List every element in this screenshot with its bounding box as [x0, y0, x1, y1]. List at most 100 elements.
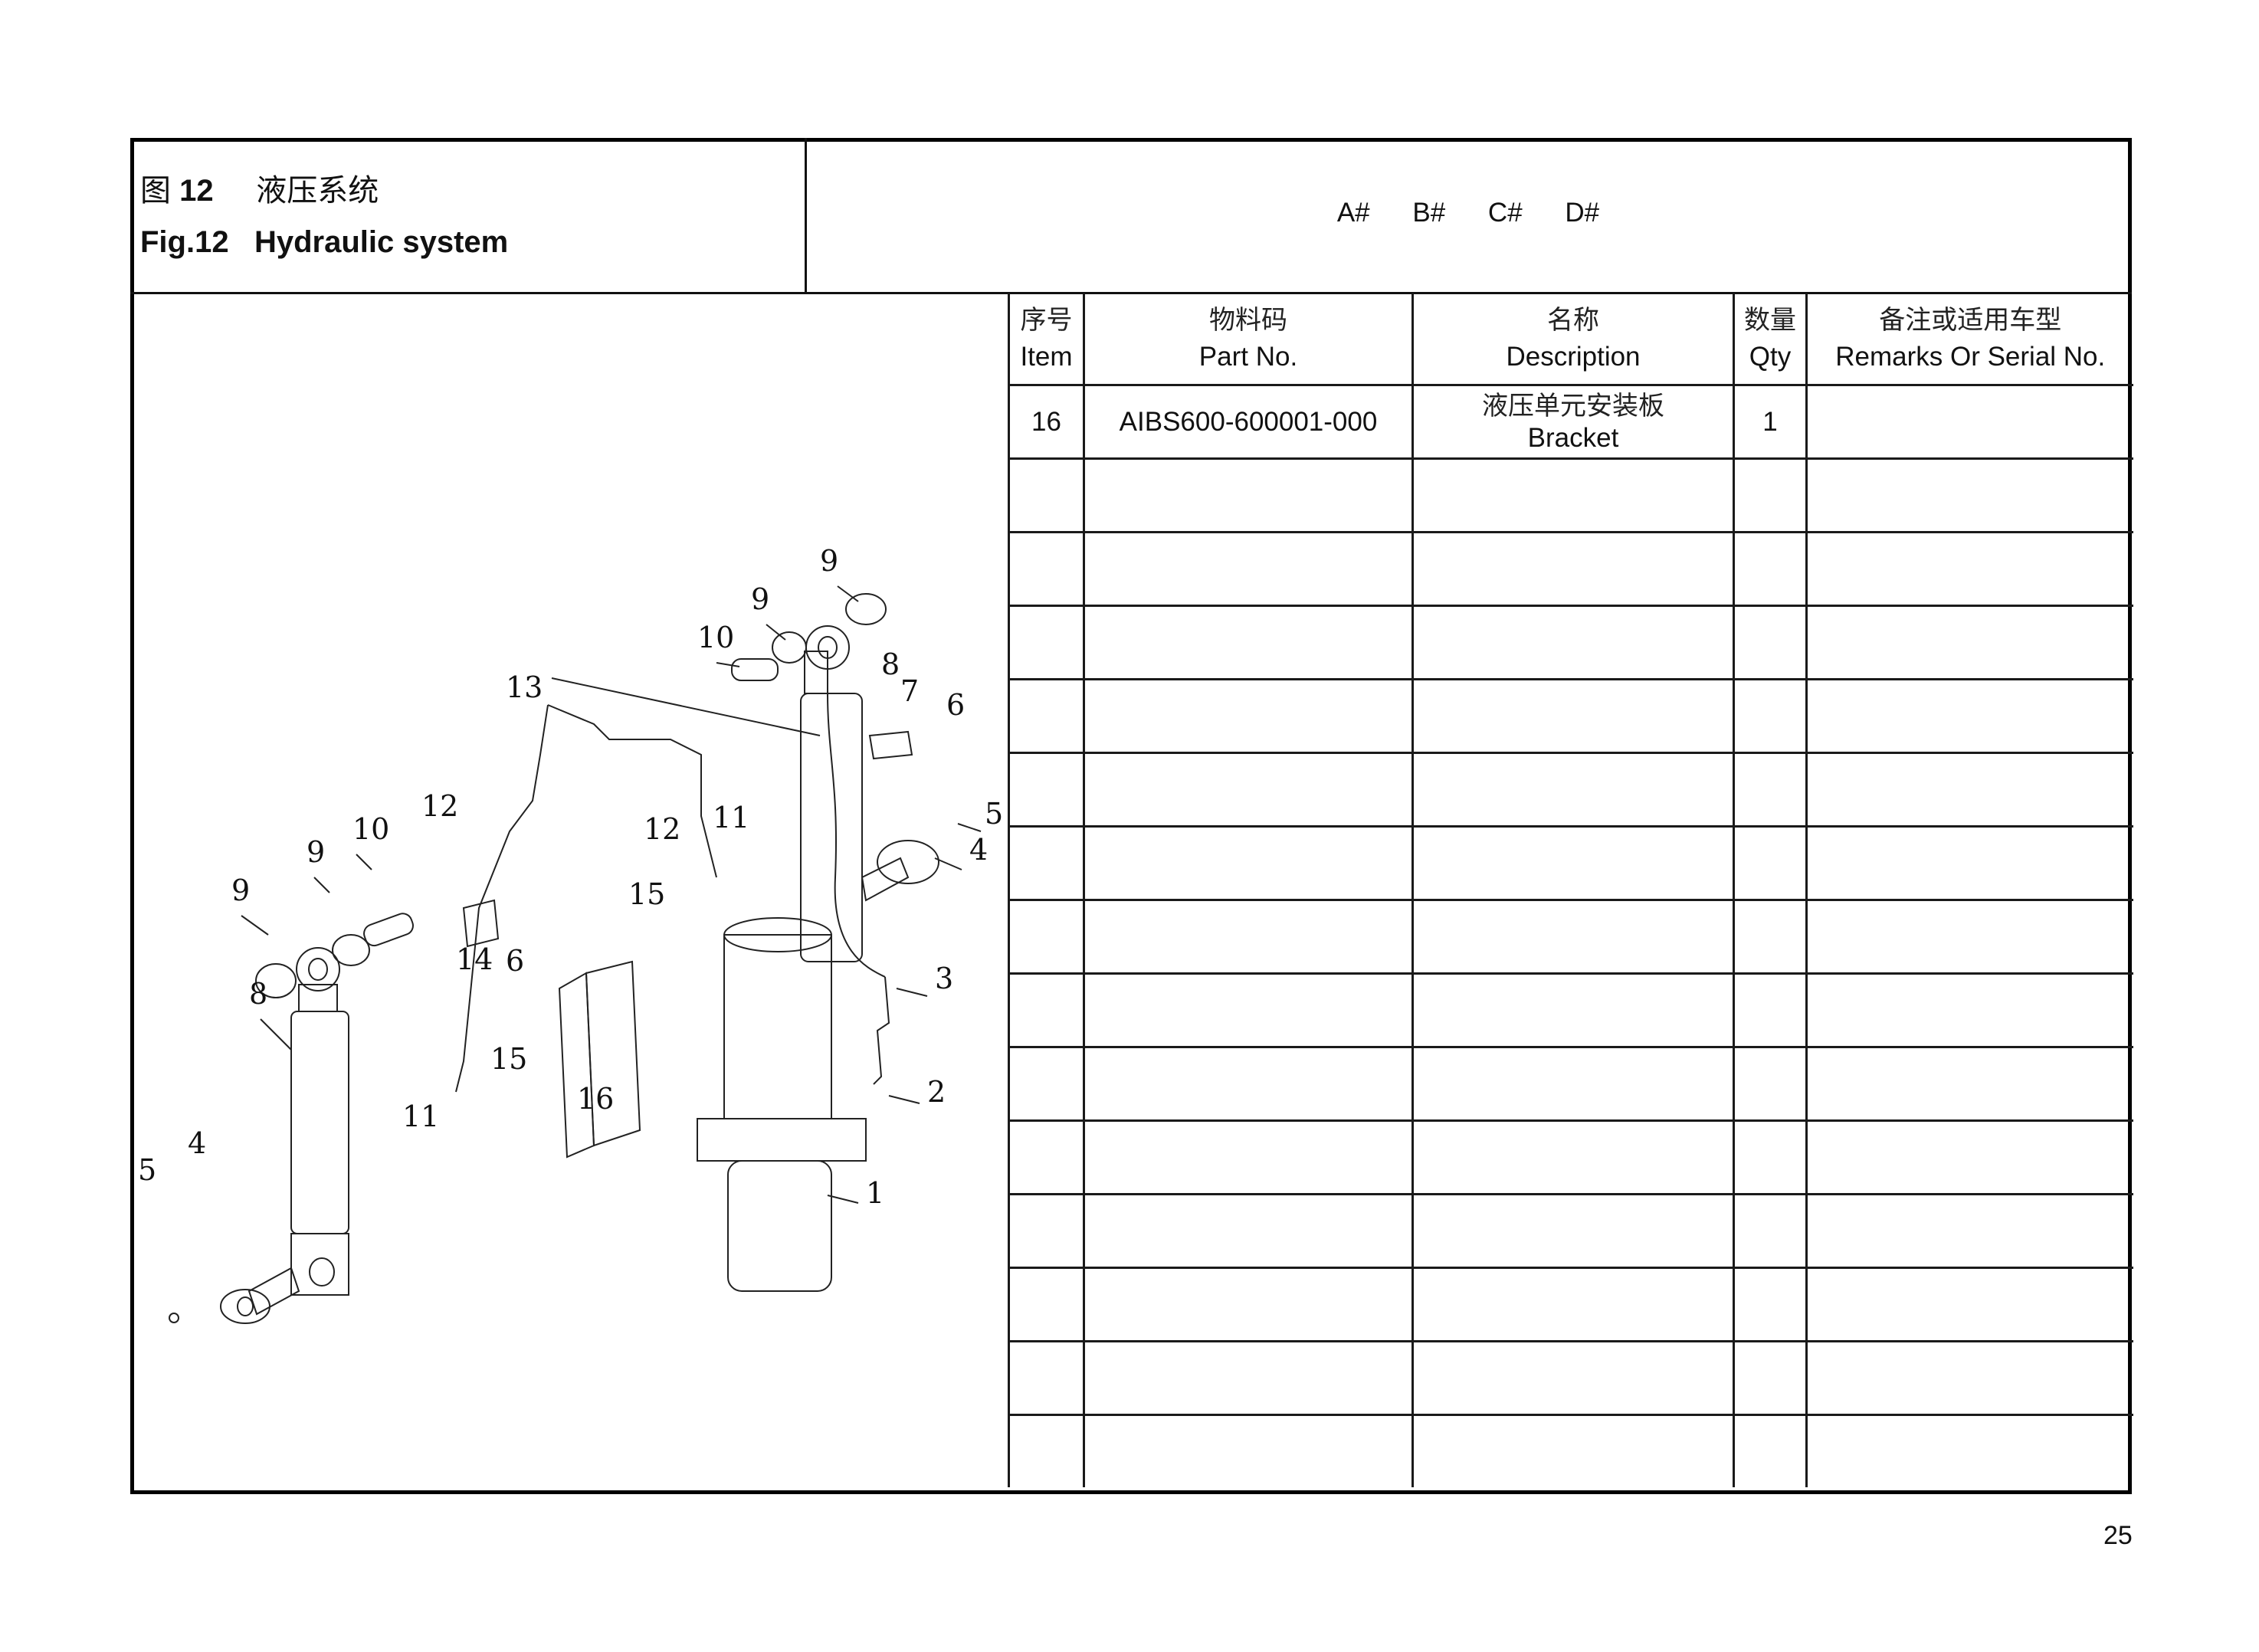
callout-5b: 5 [138, 1153, 156, 1187]
cell-qty [1733, 825, 1808, 901]
cell-description [1411, 1193, 1735, 1269]
cell-item [1008, 825, 1085, 901]
cell-remarks [1805, 531, 2133, 607]
callout-8b: 8 [249, 977, 267, 1011]
cell-description [1411, 457, 1735, 533]
cell-description [1411, 678, 1735, 754]
cell-qty: 1 [1733, 384, 1808, 460]
figure-title-en: Fig.12 Hydraulic system [140, 224, 508, 261]
cell-description [1411, 1340, 1735, 1416]
callout-6b: 6 [506, 944, 524, 978]
cell-item [1008, 752, 1085, 828]
cell-part-no [1083, 825, 1414, 901]
title-zh-text: 液压系统 [256, 174, 379, 208]
cell-item [1008, 531, 1085, 607]
cell-qty [1733, 1193, 1808, 1269]
cell-remarks [1805, 678, 2133, 754]
callout-labels: 9 9 10 8 7 6 13 5 4 12 10 9 9 12 11 15 1… [138, 544, 1003, 1210]
cell-qty [1733, 1340, 1808, 1416]
cell-item [1008, 1414, 1085, 1487]
table-row [1008, 1267, 2133, 1342]
cell-qty [1733, 605, 1808, 680]
callout-15a: 15 [628, 877, 665, 911]
table-row [1008, 972, 2133, 1048]
figure-label-en: Fig.12 [140, 225, 229, 259]
header-divider-horizontal [130, 292, 2132, 294]
callout-9b: 9 [751, 582, 769, 616]
cell-item [1008, 457, 1085, 533]
variant-d: D# [1565, 198, 1600, 228]
table-row [1008, 1340, 2133, 1416]
table-row [1008, 1119, 2133, 1195]
callout-16: 16 [577, 1082, 614, 1116]
cell-remarks [1805, 1046, 2133, 1122]
cell-description [1411, 605, 1735, 680]
callout-14: 14 [456, 942, 493, 976]
cell-qty [1733, 1267, 1808, 1342]
figure-number: 12 [179, 174, 214, 208]
callout-4a: 4 [969, 833, 988, 867]
cell-part-no [1083, 1340, 1414, 1416]
cell-qty [1733, 1046, 1808, 1122]
table-row [1008, 678, 2133, 754]
callout-3: 3 [935, 962, 953, 995]
cell-qty [1733, 531, 1808, 607]
table-row [1008, 752, 2133, 828]
cell-item [1008, 972, 1085, 1048]
cell-part-no [1083, 1267, 1414, 1342]
cell-part-no: AIBS600-600001-000 [1083, 384, 1414, 460]
cell-qty [1733, 1414, 1808, 1487]
variant-a: A# [1336, 198, 1370, 228]
cell-item [1008, 605, 1085, 680]
table-row [1008, 825, 2133, 901]
cell-remarks [1805, 384, 2133, 460]
callout-9c: 9 [307, 835, 325, 869]
cell-description [1411, 1267, 1735, 1342]
callout-15b: 15 [490, 1042, 527, 1076]
cell-description [1411, 899, 1735, 975]
cell-qty [1733, 678, 1808, 754]
callout-2: 2 [927, 1075, 946, 1109]
callout-10b: 10 [352, 812, 389, 846]
callout-5a: 5 [985, 797, 1003, 831]
header-divider-vertical [805, 138, 807, 293]
cell-item [1008, 1340, 1085, 1416]
cell-qty [1733, 899, 1808, 975]
callout-1: 1 [866, 1176, 884, 1210]
cell-item [1008, 1119, 1085, 1195]
callout-8a: 8 [881, 647, 900, 681]
cell-remarks [1805, 899, 2133, 975]
cell-description [1411, 1046, 1735, 1122]
cell-part-no [1083, 605, 1414, 680]
figure-title-zh: 图 12 液压系统 [140, 172, 379, 209]
cell-remarks [1805, 1414, 2133, 1487]
callout-12a: 12 [421, 789, 458, 823]
cell-item [1008, 1046, 1085, 1122]
variant-b: B# [1412, 198, 1446, 228]
cell-remarks [1805, 1119, 2133, 1195]
callout-12b: 12 [644, 812, 680, 846]
table-row [1008, 457, 2133, 533]
cell-item [1008, 899, 1085, 975]
cell-description [1411, 972, 1735, 1048]
cell-description [1411, 531, 1735, 607]
cell-part-no [1083, 531, 1414, 607]
cell-remarks [1805, 972, 2133, 1048]
exploded-parts-drawing: 9 9 10 8 7 6 13 5 4 12 10 9 9 12 11 15 1… [138, 544, 1003, 1324]
cell-part-no [1083, 678, 1414, 754]
page-number: 25 [2103, 1521, 2133, 1550]
cell-remarks [1805, 1267, 2133, 1342]
variant-c: C# [1487, 198, 1523, 228]
cell-description [1411, 825, 1735, 901]
cell-description [1411, 1119, 1735, 1195]
callout-10a: 10 [697, 621, 734, 654]
callout-11a: 11 [713, 801, 749, 834]
callout-4b: 4 [188, 1126, 206, 1160]
cell-part-no [1083, 1414, 1414, 1487]
